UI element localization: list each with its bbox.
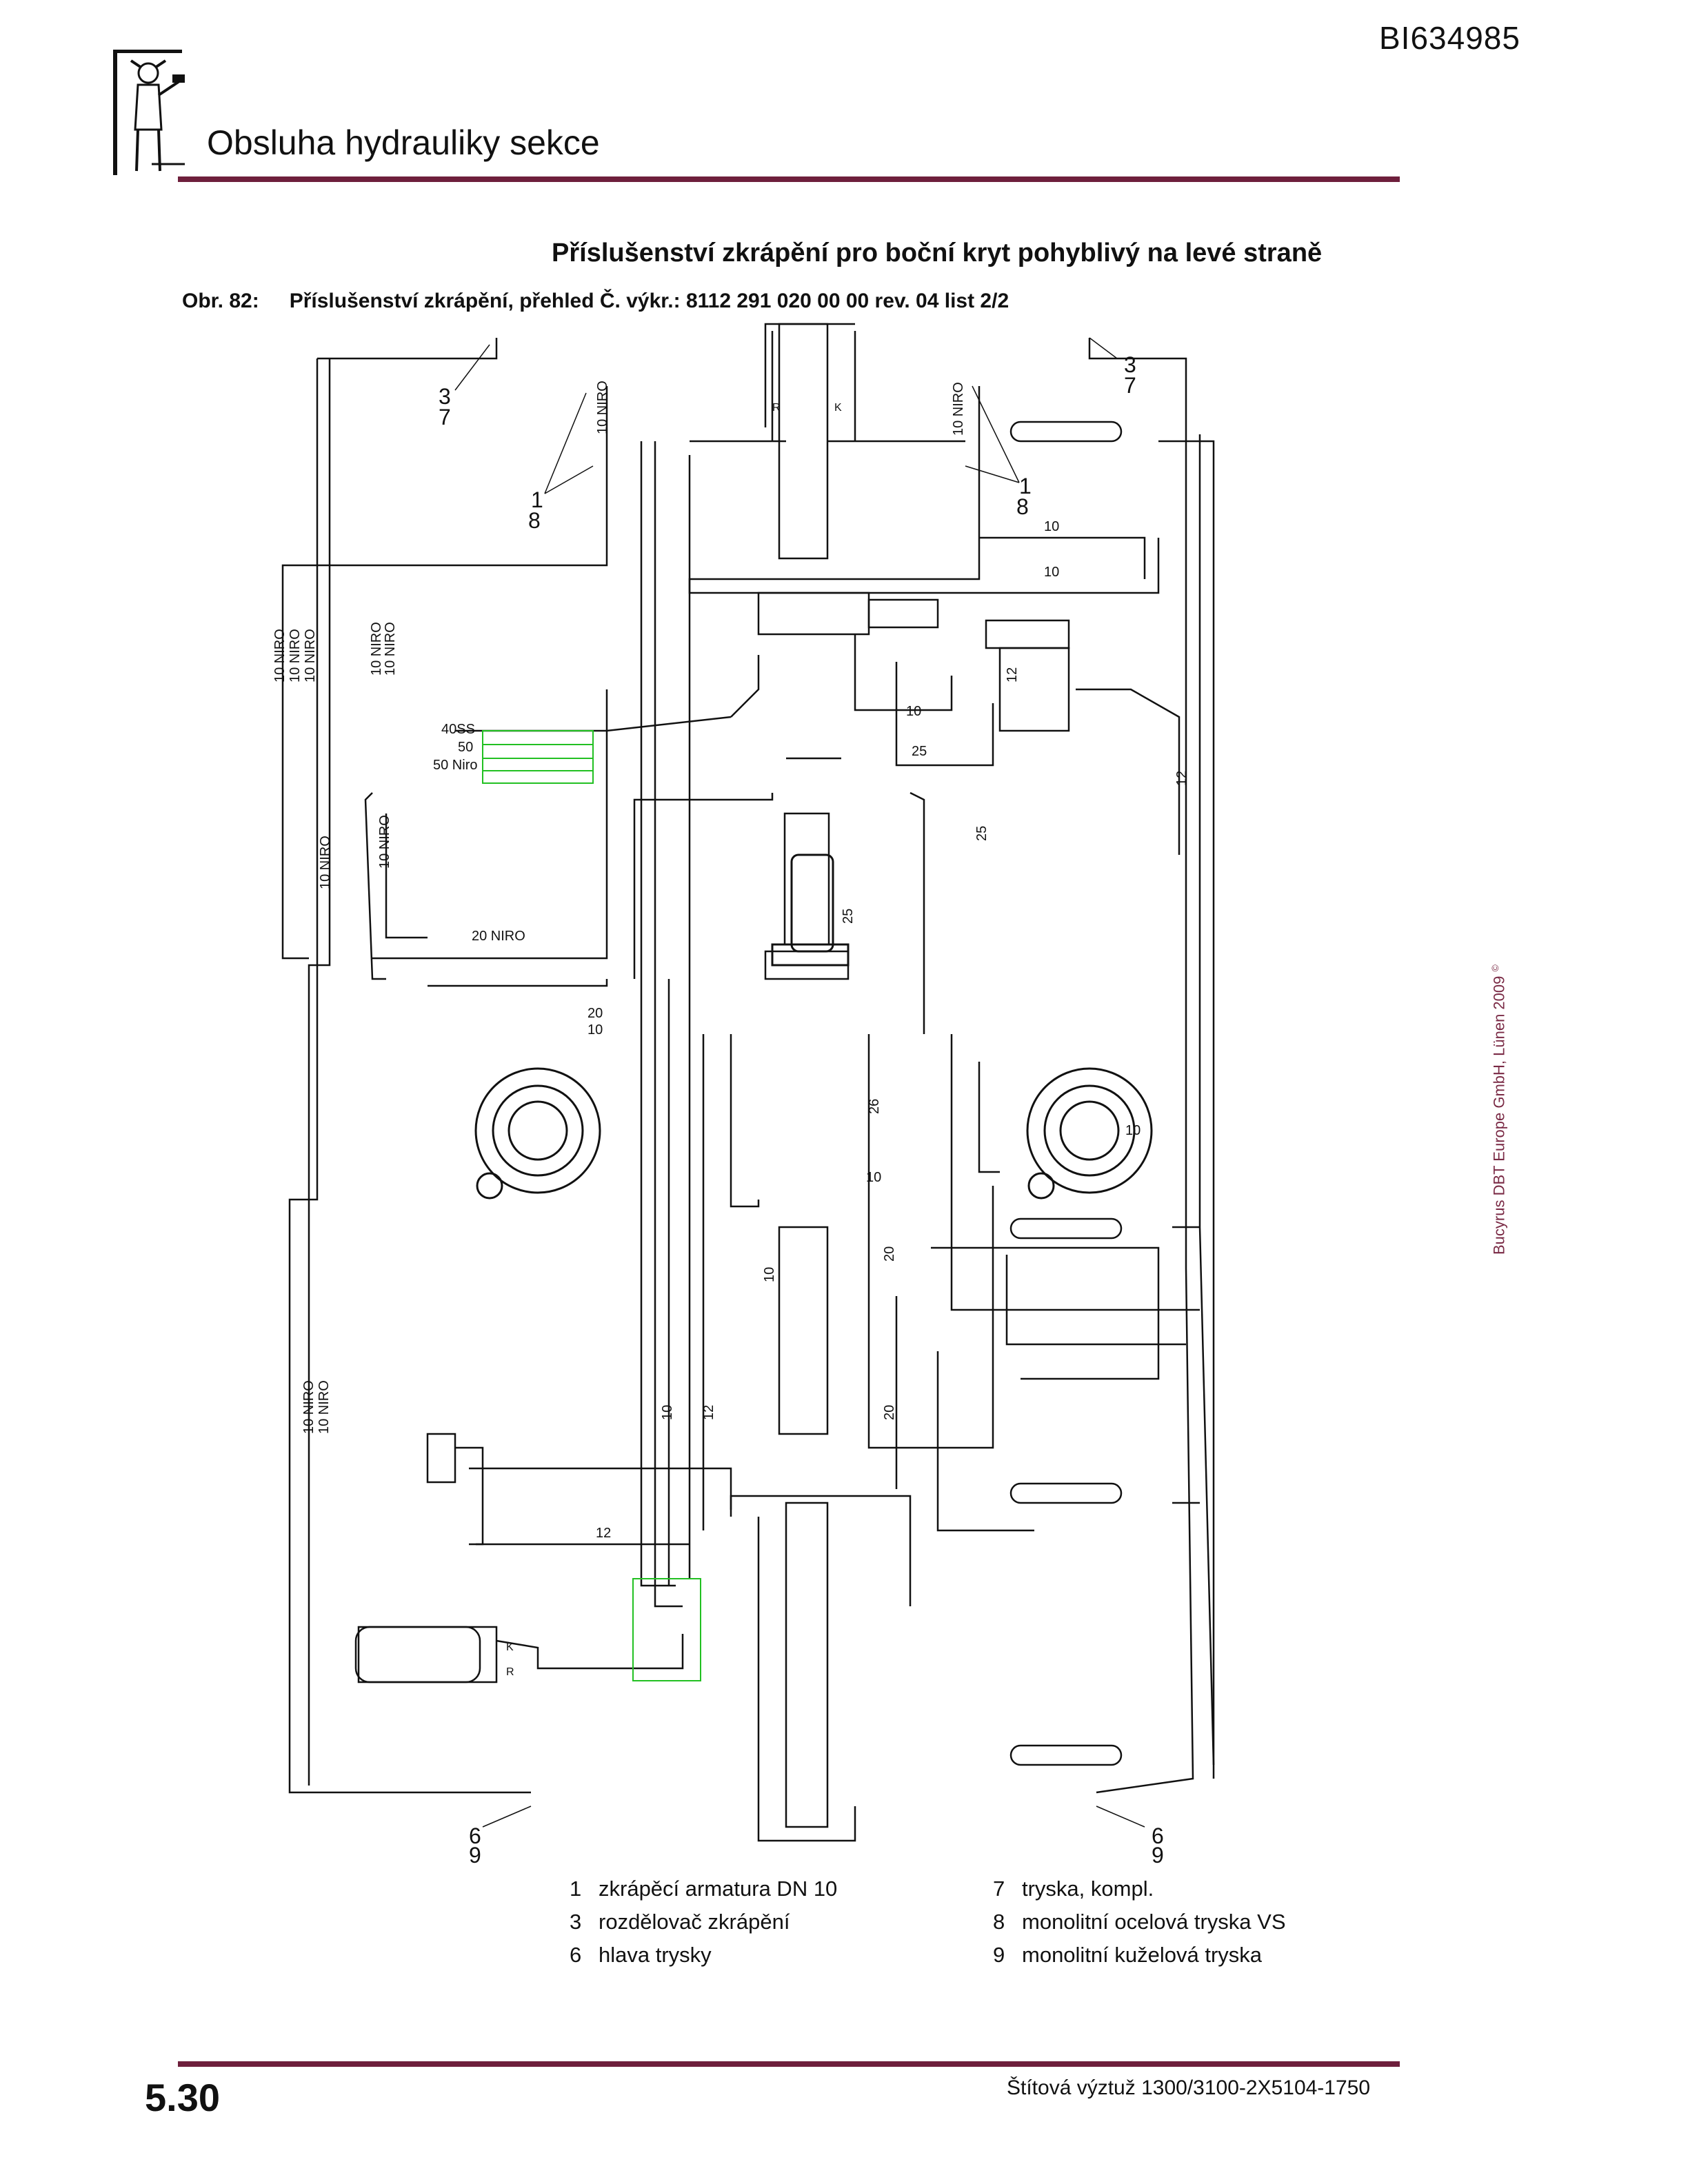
operator-icon [113, 50, 185, 175]
port-label-k-2: K [506, 1641, 514, 1653]
hose-label-20-a: 20 [587, 1006, 603, 1021]
figure-heading: Příslušenství zkrápění pro boční kryt po… [552, 239, 1323, 267]
figure-caption-text: Příslušenství zkrápění, přehled Č. výkr.… [289, 290, 1009, 312]
hose-label-niro-9: 10 NIRO [316, 1380, 332, 1434]
legend-text: monolitní kuželová tryska [1022, 1943, 1263, 1967]
hose-label-10-b: 10 [1044, 565, 1059, 580]
hose-label-12-a: 12 [596, 1526, 611, 1541]
hose-label-26: 26 [867, 1099, 882, 1114]
label-3-top-right: 3 [1124, 352, 1136, 377]
legend-text: monolitní ocelová tryska VS [1022, 1910, 1286, 1934]
label-8-right: 8 [1016, 494, 1029, 519]
page-number: 5.30 [145, 2076, 220, 2119]
hose-label-50: 50 [458, 740, 473, 755]
hose-label-10-e: 10 [866, 1170, 881, 1185]
label-7-top-right: 7 [1124, 373, 1136, 398]
label-1-left: 1 [531, 487, 543, 512]
header-rule [178, 176, 1400, 182]
hose-label-niro-11: 10 NIRO [951, 382, 966, 436]
hose-label-20-b: 20 [882, 1246, 897, 1262]
legend-text: tryska, kompl. [1022, 1877, 1154, 1901]
hose-label-10-c: 10 [906, 704, 921, 719]
hose-label-niro-2: 10 NIRO [288, 629, 303, 682]
copyright-notice: Bucyrus DBT Europe GmbH, Lünen 2009 © [1489, 964, 1508, 1255]
label-6-right: 6 [1152, 1823, 1164, 1848]
port-label-r-2: R [506, 1666, 514, 1678]
hose-label-niro-5: 10 NIRO [383, 622, 398, 676]
hose-label-25-b: 25 [974, 826, 989, 841]
section-title: Obsluha hydrauliky sekce [207, 123, 600, 162]
label-1-right: 1 [1019, 474, 1032, 498]
label-7-top-left: 7 [439, 405, 451, 429]
hose-label-10-h: 10 [660, 1405, 675, 1420]
hose-label-20-c: 20 [882, 1405, 897, 1420]
hose-label-12-b: 12 [1174, 771, 1189, 786]
label-6-left: 6 [469, 1823, 481, 1848]
hose-label-10-g: 10 [762, 1267, 777, 1282]
legend-item: 3 rozdělovač zkrápění [570, 1910, 790, 1934]
hose-label-20-niro: 20 NIRO [472, 929, 525, 944]
footer-product-title: Štítová výztuž 1300/3100-2X5104-1750 [1007, 2076, 1371, 2099]
legend-number: 3 [570, 1910, 582, 1934]
hose-label-25-c: 25 [841, 909, 856, 924]
copyright-symbol: © [1489, 964, 1500, 972]
legend-number: 1 [570, 1877, 582, 1901]
hose-label-10-a: 10 [1044, 519, 1059, 534]
hose-label-niro-7: 10 NIRO [377, 815, 392, 869]
hose-label-niro-8: 10 NIRO [301, 1380, 316, 1434]
label-9-right: 9 [1152, 1843, 1164, 1868]
label-8-left: 8 [528, 508, 541, 533]
legend-text: hlava trysky [599, 1943, 712, 1967]
legend-item: 1 zkrápěcí armatura DN 10 [570, 1877, 837, 1901]
legend-text: rozdělovač zkrápění [599, 1910, 790, 1934]
hose-label-12-d: 12 [701, 1405, 716, 1420]
hose-label-50-niro: 50 Niro [433, 758, 477, 773]
port-label-r: R [772, 402, 781, 414]
label-3-top-left: 3 [439, 384, 451, 409]
copyright-text: Bucyrus DBT Europe GmbH, Lünen 2009 [1490, 975, 1508, 1255]
figure-number: Obr. 82: [182, 290, 259, 312]
legend-item: 7 tryska, kompl. [993, 1877, 1154, 1901]
hose-label-niro-3: 10 NIRO [303, 629, 318, 682]
legend-number: 9 [993, 1943, 1005, 1967]
hose-label-10-f: 10 [1125, 1123, 1141, 1138]
figure-caption: Obr. 82: Příslušenství zkrápění, přehled … [182, 290, 1009, 313]
legend-item: 6 hlava trysky [570, 1943, 712, 1968]
legend-number: 6 [570, 1943, 582, 1967]
footer-rule [178, 2061, 1400, 2067]
legend-text: zkrápěcí armatura DN 10 [599, 1877, 838, 1901]
hose-label-10-d: 10 [587, 1022, 603, 1038]
hose-label-12-c: 12 [1005, 667, 1020, 682]
legend-item: 9 monolitní kuželová tryska [993, 1943, 1262, 1968]
hose-label-niro-10: 10 NIRO [595, 381, 610, 434]
hose-label-niro-6: 10 NIRO [318, 836, 333, 889]
label-9-left: 9 [469, 1843, 481, 1868]
hose-label-niro-4: 10 NIRO [369, 622, 384, 676]
hose-label-40ss: 40SS [441, 722, 475, 737]
document-id: BI634985 [1379, 20, 1520, 56]
hose-label-niro-1: 10 NIRO [272, 629, 288, 682]
legend-item: 8 monolitní ocelová tryska VS [993, 1910, 1286, 1934]
legend-number: 7 [993, 1877, 1005, 1901]
port-label-k: K [834, 402, 842, 414]
hose-label-25-a: 25 [912, 744, 927, 759]
legend-number: 8 [993, 1910, 1005, 1934]
